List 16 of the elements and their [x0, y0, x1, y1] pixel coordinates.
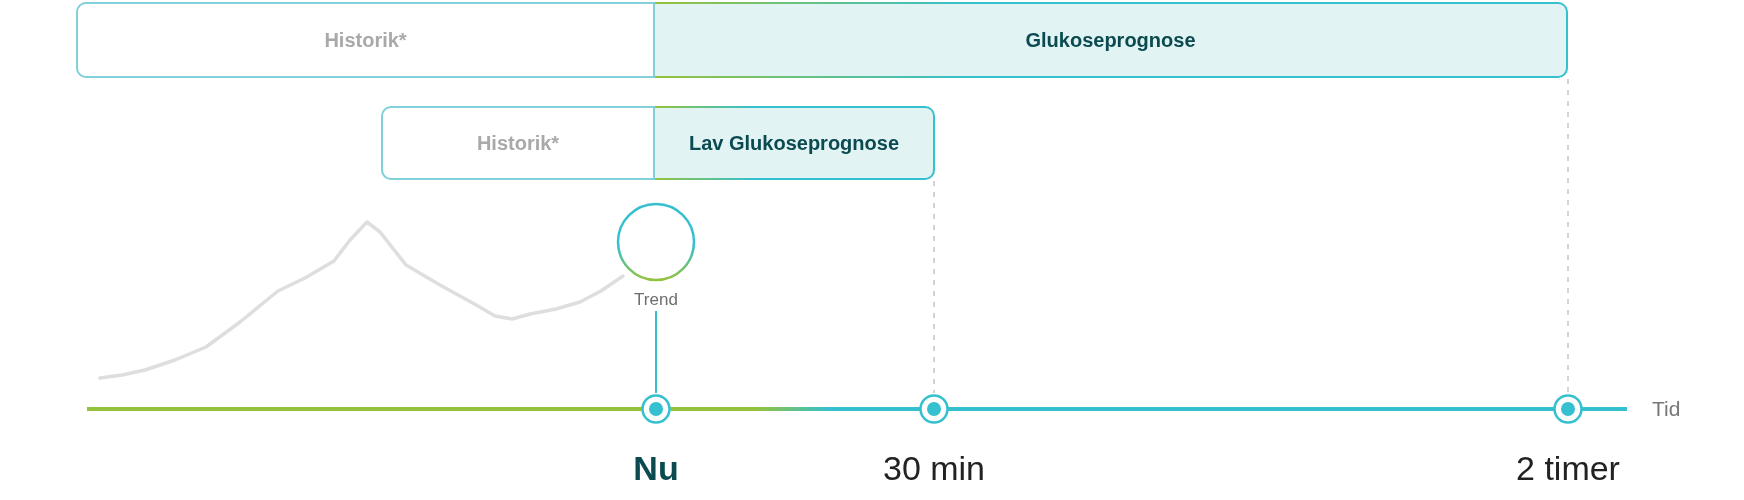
timeline-segment [381, 106, 655, 180]
time-label: 30 min [882, 448, 986, 488]
timeline-segment [655, 2, 1568, 78]
segment-title: Historik* [476, 131, 560, 155]
segment-title: Glukoseprognose [1025, 28, 1196, 52]
trend-label: Trend [634, 290, 678, 310]
axis-label: Tid [1652, 396, 1681, 422]
segment-title: Historik* [324, 28, 407, 52]
dashed-guide-line [1567, 78, 1569, 394]
time-label: Nu [633, 448, 679, 488]
connector-line [655, 310, 657, 394]
time-label: 2 timer [1516, 448, 1620, 488]
dashed-guide-line [933, 180, 935, 394]
timeline-segment [655, 106, 935, 180]
segment-title: Lav Glukoseprognose [688, 131, 900, 155]
timeline-segment [76, 2, 655, 78]
